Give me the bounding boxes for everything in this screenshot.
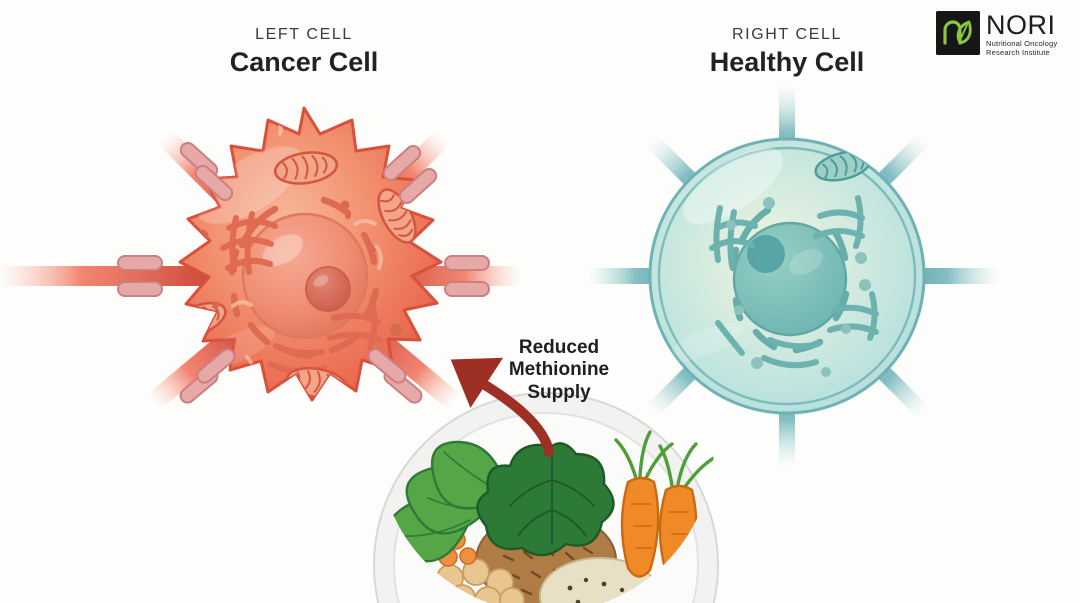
food-plate (373, 392, 878, 603)
nori-tagline-line-2: Research Institute (986, 48, 1050, 58)
reduced-methionine-arrow (450, 357, 554, 457)
right-cell-kicker: RIGHT CELL (732, 26, 842, 43)
cancer-cell-nucleus (241, 212, 369, 340)
arrow-nutrient-influx (336, 252, 520, 300)
vesicle (726, 197, 871, 377)
berries (711, 599, 714, 603)
cancer-cell (117, 106, 490, 404)
healthy-cell-inner-membrane (657, 146, 917, 406)
golgi-apparatus (709, 205, 758, 269)
kale (476, 442, 615, 557)
reduced-methionine-supply-label: Reduced Methionine Supply (489, 337, 629, 404)
left-cell-header: LEFT CELL Cancer Cell (144, 26, 464, 77)
golgi-apparatus (761, 195, 879, 369)
healthy-cell-nucleus (732, 221, 848, 337)
membrane-receptor (117, 141, 490, 404)
annotation-line-2: Methionine (508, 359, 610, 381)
nori-logo: NORI Nutritional Oncology Research Insti… (936, 11, 1057, 58)
left-cell-title: Cancer Cell (229, 46, 379, 77)
broccoli (784, 505, 878, 603)
healthy-cell (648, 137, 926, 415)
right-cell-title: Healthy Cell (709, 46, 865, 77)
left-cell-kicker: LEFT CELL (255, 26, 353, 43)
cell-highlight (683, 147, 783, 225)
cancer-cell-nucleolus (305, 266, 351, 312)
endoplasmic-reticulum (715, 320, 745, 356)
cytoplasm-filament (231, 110, 383, 377)
nori-leaf-mark-icon (936, 11, 980, 55)
annotation-line-1: Reduced (518, 337, 600, 358)
annotation-line-3: Supply (527, 381, 591, 403)
nori-wordmark: NORI (986, 10, 1056, 40)
right-cell-header: RIGHT CELL Healthy Cell (627, 26, 947, 77)
golgi-apparatus (220, 211, 278, 275)
mitochondrion (273, 151, 339, 185)
arrow-nutrient-influx (0, 252, 272, 300)
healthy-cell-nucleolus (747, 235, 785, 273)
nori-tagline-line-1: Nutritional Oncology (986, 38, 1058, 48)
red-bell-pepper (707, 492, 714, 587)
